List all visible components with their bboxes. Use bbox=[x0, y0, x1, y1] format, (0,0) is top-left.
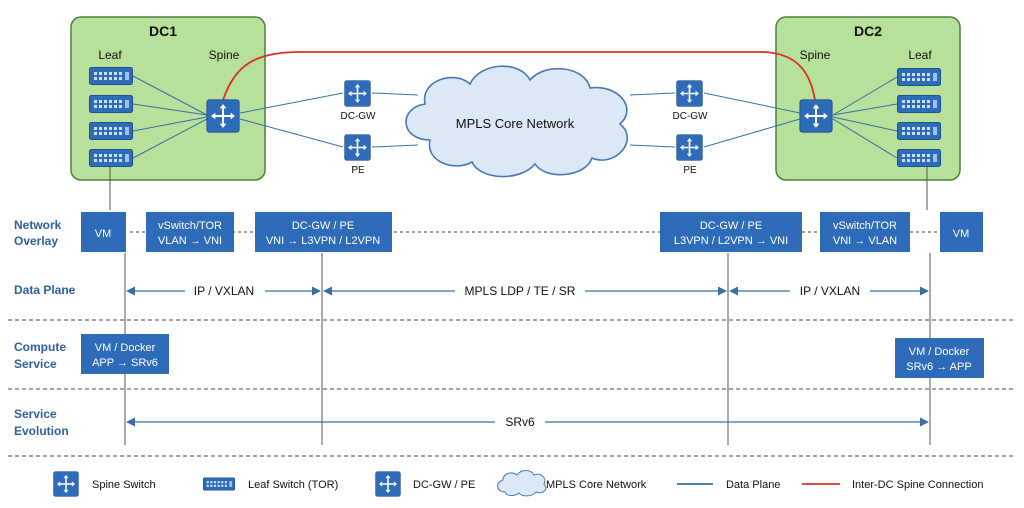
leaf-switch-icon bbox=[897, 95, 941, 113]
legend-spine-label: Spine Switch bbox=[92, 479, 156, 491]
right-pe-label: PE bbox=[683, 165, 697, 176]
dc2-spine-label: Spine bbox=[800, 48, 831, 62]
core-links bbox=[239, 92, 801, 148]
overlay-box-vm-left: VM bbox=[81, 212, 126, 252]
svg-text:VLAN → VNI: VLAN → VNI bbox=[158, 235, 222, 247]
mpls-cloud-icon bbox=[405, 65, 628, 178]
row-label-compute-service: Compute Service bbox=[14, 340, 69, 371]
left-dcgw-label: DC-GW bbox=[341, 111, 377, 122]
dc1-title: DC1 bbox=[149, 23, 177, 39]
svg-text:APP → SRv6: APP → SRv6 bbox=[92, 357, 158, 369]
compute-box-right: VM / Docker SRv6 → APP bbox=[895, 338, 984, 378]
compute-box-left: VM / Docker APP → SRv6 bbox=[81, 334, 169, 374]
svg-text:VNI → VLAN: VNI → VLAN bbox=[833, 235, 897, 247]
data-plane-left-label: IP / VXLAN bbox=[194, 284, 254, 298]
legend-data-plane-label: Data Plane bbox=[726, 479, 780, 491]
dc2-title: DC2 bbox=[854, 23, 882, 39]
dcgw-router-icon bbox=[676, 80, 703, 107]
legend-dcgw-label: DC-GW / PE bbox=[413, 479, 475, 491]
dc2-leaf-label: Leaf bbox=[908, 48, 932, 62]
svg-text:L3VPN / L2VPN → VNI: L3VPN / L2VPN → VNI bbox=[674, 235, 788, 247]
legend-core-label: MPLS Core Network bbox=[546, 479, 647, 491]
inter-dc-spine-link bbox=[222, 51, 816, 101]
leaf-switch-icon bbox=[203, 477, 235, 491]
dcgw-router-icon bbox=[344, 80, 371, 107]
pe-router-icon bbox=[344, 134, 371, 161]
row-label-data-plane: Data Plane bbox=[14, 283, 76, 297]
row-label-network-overlay: Network Overlay bbox=[14, 218, 65, 248]
dc1-spine-label: Spine bbox=[209, 48, 240, 62]
leaf-switch-icon bbox=[897, 122, 941, 140]
dc1-leaf-label: Leaf bbox=[98, 48, 122, 62]
overlay-box-vswitch-right: vSwitch/TOR VNI → VLAN bbox=[820, 212, 910, 252]
mpls-core-label: MPLS Core Network bbox=[456, 116, 575, 131]
data-plane-right-label: IP / VXLAN bbox=[800, 284, 860, 298]
overlay-box-vm-right: VM bbox=[940, 212, 983, 252]
right-dcgw-label: DC-GW bbox=[673, 111, 709, 122]
leaf-switch-icon bbox=[89, 122, 133, 140]
svg-text:VM / Docker: VM / Docker bbox=[95, 342, 156, 354]
dc1-leaf-links bbox=[132, 75, 208, 159]
dc2-leaf-links bbox=[832, 76, 898, 159]
svg-text:VM / Docker: VM / Docker bbox=[909, 346, 970, 358]
svg-text:SRv6 → APP: SRv6 → APP bbox=[906, 361, 971, 373]
svg-text:vSwitch/TOR: vSwitch/TOR bbox=[833, 220, 897, 232]
spine-switch-icon bbox=[206, 99, 240, 133]
legend-leaf-label: Leaf Switch (TOR) bbox=[248, 479, 338, 491]
overlay-box-dcgw-pe-left: DC-GW / PE VNI → L3VPN / L2VPN bbox=[255, 212, 392, 252]
svg-text:VM: VM bbox=[95, 228, 112, 240]
svg-text:DC-GW / PE: DC-GW / PE bbox=[292, 220, 354, 232]
overlay-box-vswitch-left: vSwitch/TOR VLAN → VNI bbox=[146, 212, 234, 252]
left-pe-label: PE bbox=[351, 165, 365, 176]
leaf-switch-icon bbox=[89, 149, 133, 167]
row-label-service-evolution: Service Evolution bbox=[14, 407, 69, 438]
vertical-connectors bbox=[109, 167, 931, 445]
legend: Spine Switch Leaf Switch (TOR) DC-GW / P… bbox=[53, 470, 983, 497]
svg-text:VM: VM bbox=[953, 228, 970, 240]
mpls-cloud-icon bbox=[497, 470, 547, 497]
legend-inter-dc-label: Inter-DC Spine Connection bbox=[852, 479, 983, 491]
pe-router-icon bbox=[676, 134, 703, 161]
leaf-switch-icon bbox=[89, 67, 133, 85]
spine-switch-icon bbox=[799, 99, 833, 133]
overlay-box-dcgw-pe-right: DC-GW / PE L3VPN / L2VPN → VNI bbox=[660, 212, 802, 252]
leaf-switch-icon bbox=[897, 68, 941, 86]
spine-switch-icon bbox=[53, 471, 79, 497]
svg-text:VNI → L3VPN / L2VPN: VNI → L3VPN / L2VPN bbox=[266, 235, 380, 247]
dcgw-router-icon bbox=[375, 471, 401, 497]
svg-text:DC-GW / PE: DC-GW / PE bbox=[700, 220, 762, 232]
leaf-switch-icon bbox=[897, 149, 941, 167]
data-plane-middle-label: MPLS LDP / TE / SR bbox=[465, 284, 576, 298]
svg-text:vSwitch/TOR: vSwitch/TOR bbox=[158, 220, 222, 232]
service-evolution-label: SRv6 bbox=[505, 415, 535, 429]
leaf-switch-icon bbox=[89, 95, 133, 113]
